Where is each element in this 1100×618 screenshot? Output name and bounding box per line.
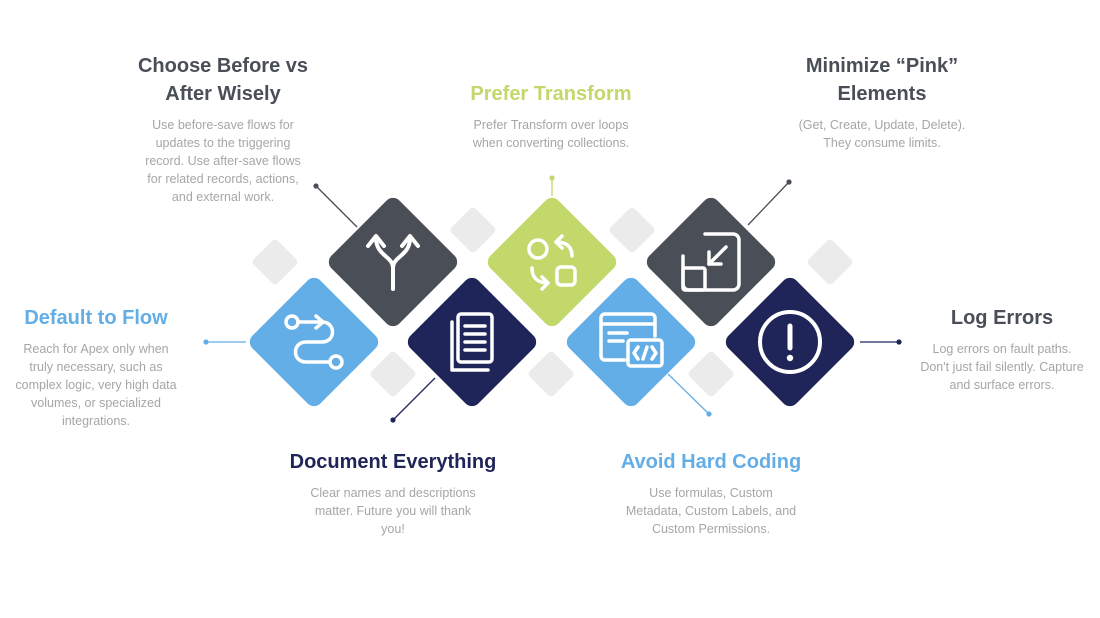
diamond-transform <box>487 197 617 327</box>
deco-diamond <box>252 239 298 285</box>
item-description: Clear names and descriptions matter. Fut… <box>310 486 476 536</box>
item-description: Log errors on fault paths. Don't just fa… <box>920 342 1084 392</box>
item-description: Prefer Transform over loops when convert… <box>472 118 630 150</box>
diamond-flow <box>249 277 379 407</box>
item-transform: Prefer Transform Prefer Transform over l… <box>440 80 662 152</box>
connector-hardcoding <box>667 373 710 415</box>
item-flow: Default to Flow Reach for Apex only when… <box>4 304 188 430</box>
diamond-choose <box>328 197 458 327</box>
item-hardcoding: Avoid Hard Coding Use formulas, Custom M… <box>598 448 824 538</box>
connector-dot <box>896 339 902 345</box>
item-title: Log Errors <box>950 307 1054 329</box>
item-description: (Get, Create, Update, Delete). They cons… <box>798 118 966 150</box>
item-document: Document Everything Clear names and desc… <box>268 448 518 538</box>
deco-diamond <box>807 239 853 285</box>
connector-dot <box>706 411 712 417</box>
exclamation-icon <box>758 310 822 374</box>
decorative-diamonds <box>252 207 853 397</box>
item-description: Reach for Apex only when truly necessary… <box>15 342 177 428</box>
transform-cycle-icon <box>527 234 577 291</box>
minimize-icon <box>681 232 741 292</box>
connector-choose <box>315 185 358 228</box>
deco-diamond <box>450 207 496 253</box>
connector-minimize <box>747 181 790 226</box>
diamond-document <box>407 277 537 407</box>
diamond-errors <box>725 277 855 407</box>
item-title: Minimize “Pink” Elements <box>805 55 959 105</box>
deco-diamond <box>688 351 734 397</box>
item-title: Choose Before vs After Wisely <box>137 55 309 105</box>
connector-dot <box>313 183 319 189</box>
document-icon <box>450 312 494 372</box>
diamond-hardcoding <box>566 277 696 407</box>
item-errors: Log Errors Log errors on fault paths. Do… <box>906 304 1098 394</box>
connector-document <box>392 377 436 421</box>
connector-dot <box>786 179 792 185</box>
connector-dot <box>203 339 209 345</box>
flow-path-icon <box>284 314 344 370</box>
split-arrows-icon <box>366 234 420 291</box>
item-title: Default to Flow <box>24 307 168 329</box>
item-title: Document Everything <box>289 451 497 473</box>
code-window-icon <box>599 312 664 368</box>
connectors <box>203 175 902 423</box>
deco-diamond <box>528 351 574 397</box>
item-description: Use before-save flows for updates to the… <box>145 118 301 204</box>
diamond-minimize <box>646 197 776 327</box>
item-title: Avoid Hard Coding <box>620 451 802 473</box>
item-description: Use formulas, Custom Metadata, Custom La… <box>625 486 797 536</box>
connector-dot <box>390 417 396 423</box>
item-minimize: Minimize “Pink” Elements (Get, Create, U… <box>766 52 998 152</box>
item-title: Prefer Transform <box>470 83 632 105</box>
deco-diamond <box>370 351 416 397</box>
item-choose: Choose Before vs After Wisely Use before… <box>113 52 333 206</box>
deco-diamond <box>609 207 655 253</box>
connector-dot <box>549 175 555 181</box>
